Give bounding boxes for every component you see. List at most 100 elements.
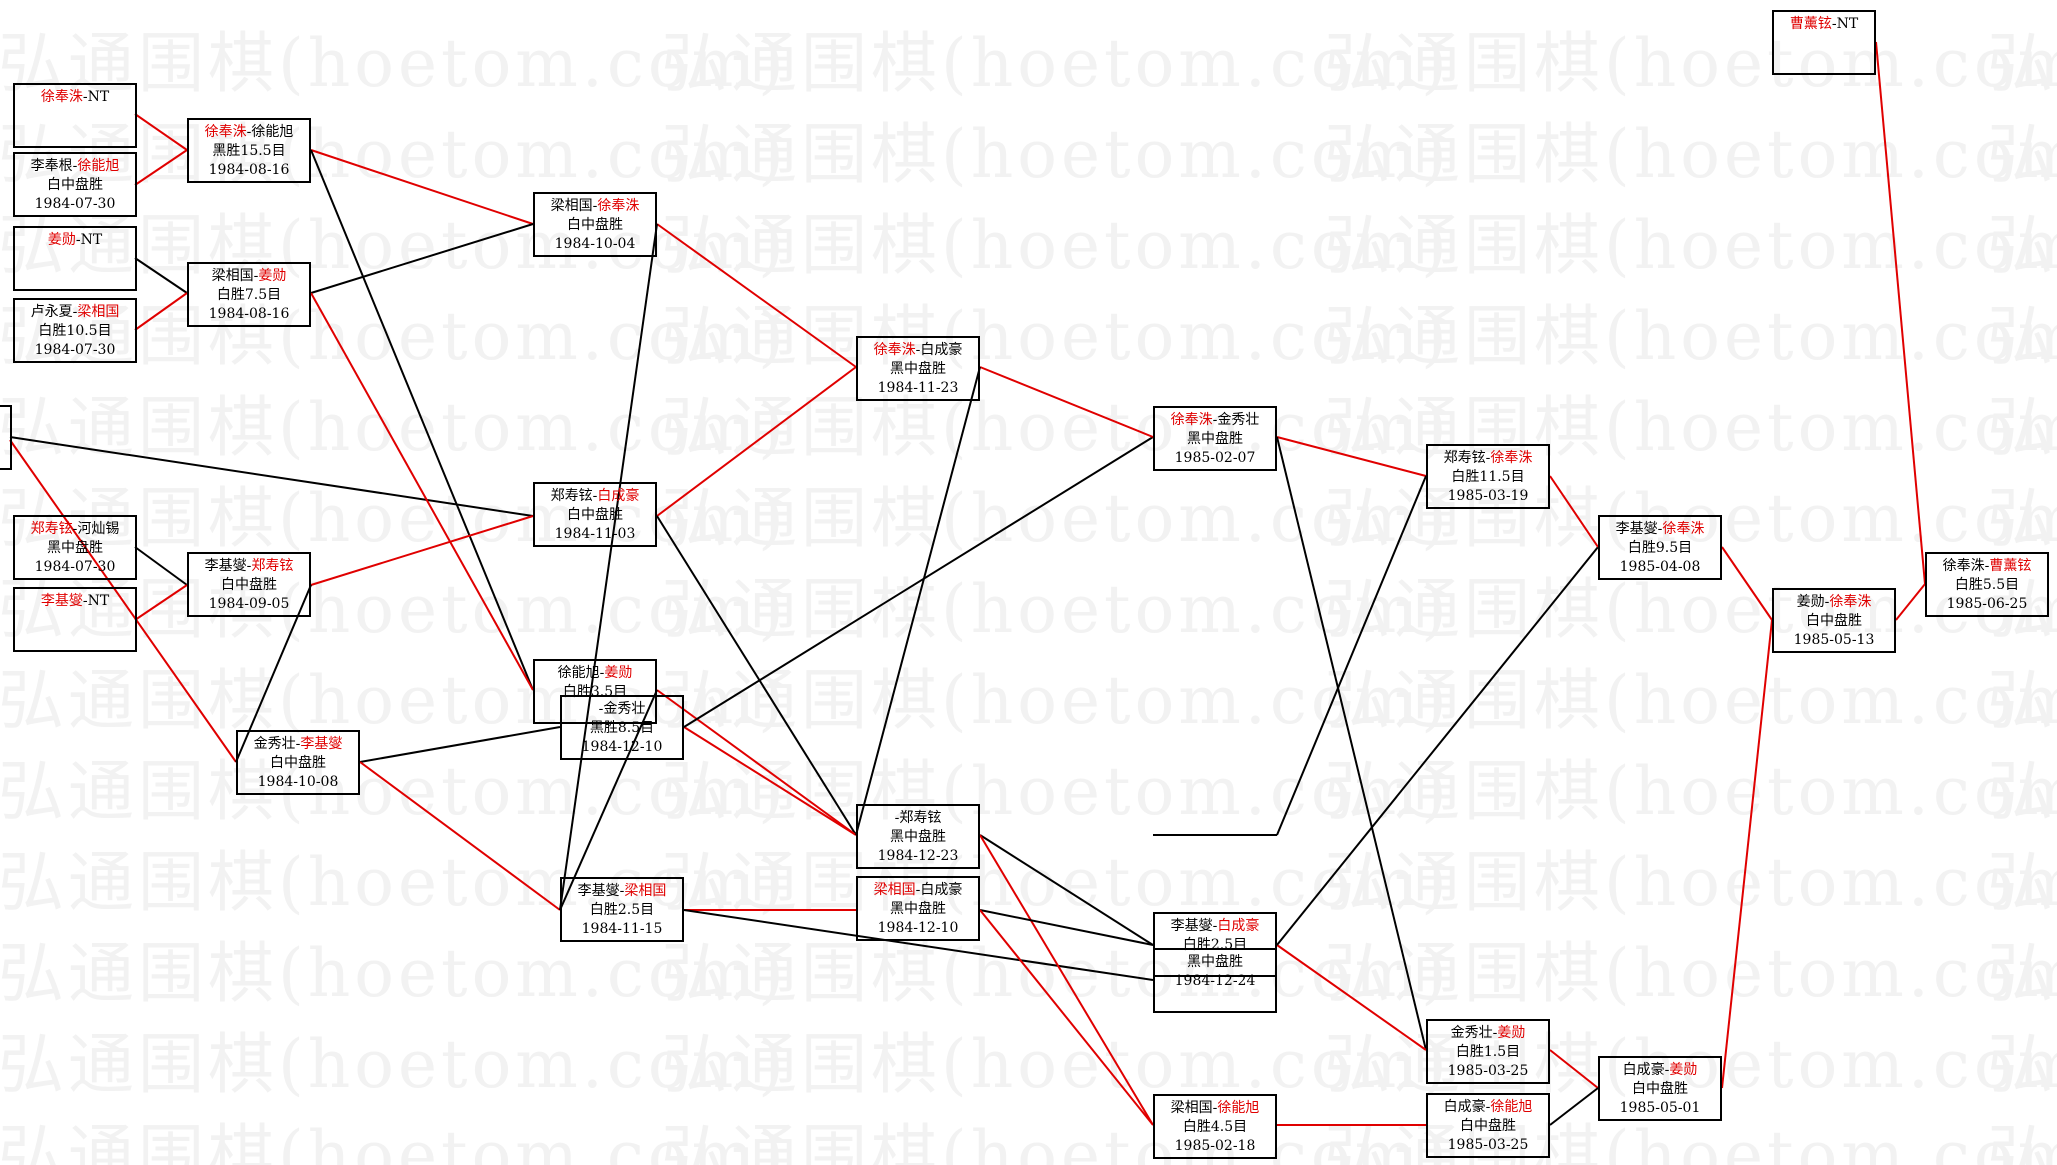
winner-path-line xyxy=(310,149,534,225)
game-result: 白中盘胜 xyxy=(567,507,623,523)
matchup-line: 李奉根-徐能旭 xyxy=(15,157,135,176)
player-black-name: 郑寿铉 xyxy=(30,521,73,537)
loser-path-line xyxy=(683,436,1154,728)
game-date: 1984-08-16 xyxy=(208,162,290,178)
player-white-name: 白成豪 xyxy=(1217,918,1260,934)
game-result: 黑胜15.5目 xyxy=(212,143,286,159)
player-white-name: 郑寿铉 xyxy=(251,558,294,574)
winner-path-line xyxy=(979,834,1154,1126)
matchup-line: 卢永夏-梁相国 xyxy=(15,303,135,322)
winner-path-line xyxy=(310,515,534,586)
player-white-name: 徐能旭 xyxy=(1217,1100,1260,1116)
loser-path-line xyxy=(683,909,1154,981)
game-result: 白胜9.5目 xyxy=(1627,540,1693,556)
loser-path-line xyxy=(359,726,561,763)
game-date: 1985-03-25 xyxy=(1447,1137,1529,1153)
game-result: 黑中盘胜 xyxy=(890,829,946,845)
player-white-name: 河灿锡 xyxy=(77,521,120,537)
game-box[interactable]: 曹薰铉-NT xyxy=(1772,10,1876,75)
loser-path-line xyxy=(235,584,312,763)
matchup-line: 李基燮-白成豪 xyxy=(1155,917,1275,936)
player-black-name: 曹薰铉 xyxy=(1789,16,1832,32)
matchup-line: 郑寿铉-白成豪 xyxy=(535,487,655,506)
matchup-line: 徐奉洙-徐能旭 xyxy=(189,123,309,142)
game-result: 白胜5.5目 xyxy=(1954,577,2020,593)
loser-path-line xyxy=(1549,1087,1599,1126)
winner-path-line xyxy=(1721,546,1773,621)
player-white-name: 姜勋 xyxy=(1669,1062,1698,1078)
matchup-line: 梁相国-姜勋 xyxy=(189,267,309,286)
matchup-separator: - xyxy=(82,593,88,609)
winner-path-line xyxy=(134,113,188,151)
matchup-line: 郑寿铉-河灿锡 xyxy=(15,520,135,539)
matchup-separator: - xyxy=(619,883,625,899)
game-result: 白中盘胜 xyxy=(1460,1118,1516,1134)
player-white-name: 姜勋 xyxy=(258,268,287,284)
game-date: 1984-11-15 xyxy=(581,921,663,937)
player-black-name: 李基燮 xyxy=(1615,521,1658,537)
matchup-separator: - xyxy=(1831,16,1837,32)
player-black-name: 姜勋 xyxy=(47,232,76,248)
game-date: 1984-10-04 xyxy=(554,236,636,252)
matchup-separator: - xyxy=(894,810,900,826)
game-box[interactable]: 徐奉洙-NT xyxy=(13,83,137,148)
matchup-separator: - xyxy=(72,304,78,320)
game-box[interactable]: 姜勋-NT xyxy=(13,226,137,291)
player-black-name: 徐奉洙 xyxy=(1942,558,1985,574)
matchup-line: 曹薰铉-NT xyxy=(1774,15,1874,34)
player-black-name: 李基燮 xyxy=(40,593,83,609)
matchup-separator: - xyxy=(246,558,252,574)
game-box[interactable] xyxy=(0,405,12,470)
player-black-name: 梁相国 xyxy=(873,882,916,898)
winner-path-line xyxy=(134,584,188,621)
winner-path-line xyxy=(1549,1049,1599,1089)
game-result: 白胜11.5目 xyxy=(1451,469,1525,485)
matchup-line: 徐奉洙-金秀壮 xyxy=(1155,411,1275,430)
game-date: 1985-06-25 xyxy=(1946,596,2028,612)
player-black-name: 白成豪 xyxy=(1443,1099,1486,1115)
player-black-name: 梁相国 xyxy=(550,198,593,214)
game-result: 白胜7.5目 xyxy=(216,287,282,303)
game-box[interactable]: 徐奉洙-徐能旭黑胜15.5目 1984-08-16 xyxy=(187,118,311,183)
game-result: 白中盘胜 xyxy=(221,577,277,593)
game-result: 黑中盘胜 xyxy=(890,901,946,917)
game-date: 1984-07-30 xyxy=(34,559,116,575)
player-black-name: 徐奉洙 xyxy=(1170,412,1213,428)
matchup-line: 郑寿铉-徐奉洙 xyxy=(1428,449,1548,468)
player-white-name: 金秀壮 xyxy=(603,701,646,717)
player-white-name: 徐奉洙 xyxy=(1662,521,1705,537)
matchup-separator: - xyxy=(1212,918,1218,934)
player-white-name: NT xyxy=(80,232,103,248)
game-result: 白胜1.5目 xyxy=(1455,1044,1521,1060)
player-white-name: 徐奉洙 xyxy=(1829,594,1872,610)
game-box[interactable]: 李基燮-NT xyxy=(13,587,137,652)
loser-path-line xyxy=(979,834,1154,946)
winner-path-line xyxy=(1895,583,1926,621)
matchup-separator: - xyxy=(1492,1025,1498,1041)
game-result: 黑中盘胜 xyxy=(1187,954,1243,970)
game-result: 白中盘胜 xyxy=(47,177,103,193)
